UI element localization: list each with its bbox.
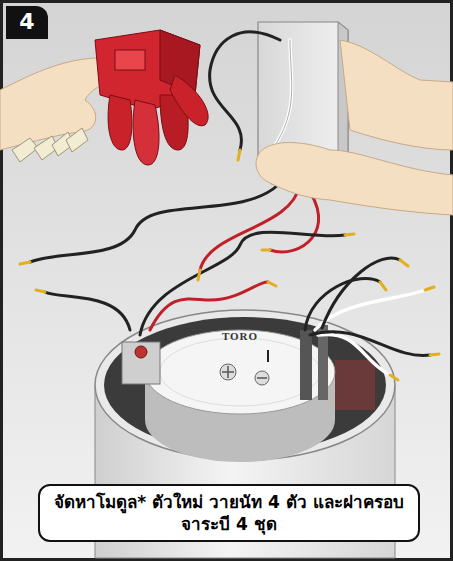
valve-housing-part bbox=[335, 360, 375, 410]
wires-part bbox=[30, 185, 278, 262]
right-hand bbox=[256, 40, 453, 215]
wires-part bbox=[45, 292, 130, 330]
wires-part bbox=[272, 40, 292, 150]
wire-tips-part bbox=[268, 282, 276, 286]
valve-housing-part bbox=[135, 346, 147, 358]
brand-label: TORO bbox=[222, 330, 258, 342]
red-module-part bbox=[108, 95, 132, 150]
valve-housing-part bbox=[122, 342, 160, 384]
wire-tips-part bbox=[36, 290, 45, 292]
wire-nuts-part bbox=[12, 138, 38, 162]
valve-housing-part bbox=[220, 364, 236, 380]
red-module-part bbox=[115, 50, 145, 70]
wire-tips-part bbox=[390, 375, 398, 380]
wires-part bbox=[150, 282, 268, 330]
wire-tips-part bbox=[20, 262, 30, 264]
valve-housing-part bbox=[257, 377, 267, 379]
valve-housing-part bbox=[255, 371, 269, 385]
caption-text: จัดหาโมดูล* ตัวใหม่ วายนัท 4 ตัว และฝาคร… bbox=[52, 491, 406, 535]
wire-tips-part bbox=[238, 150, 240, 160]
wire-tips-part bbox=[400, 260, 408, 266]
wires-part bbox=[210, 32, 280, 150]
right-hand-part bbox=[340, 40, 453, 150]
valve-housing-part bbox=[160, 338, 320, 406]
wire-tips-part bbox=[198, 270, 200, 280]
caption-box: จัดหาโมดูล* ตัวใหม่ วายนัท 4 ตัว และฝาคร… bbox=[38, 484, 420, 542]
wires-part bbox=[140, 232, 345, 335]
wires-part bbox=[322, 258, 400, 328]
step-number-text: 4 bbox=[16, 8, 38, 37]
red-module-part bbox=[133, 100, 159, 165]
wires-part bbox=[310, 332, 430, 356]
wire-nuts-part bbox=[66, 128, 88, 152]
valve-housing-part bbox=[300, 330, 312, 400]
step-number: 4 bbox=[6, 6, 48, 39]
wires-part bbox=[318, 334, 390, 375]
wires-part bbox=[200, 185, 300, 270]
red-module-part bbox=[170, 75, 208, 126]
right-hand-part bbox=[256, 143, 453, 216]
red-module bbox=[95, 30, 208, 165]
wire-tips-part bbox=[380, 282, 386, 290]
wire-nuts bbox=[12, 128, 88, 162]
wire-tips-part bbox=[345, 234, 354, 235]
wire-tips-part bbox=[262, 249, 270, 252]
wires-part bbox=[272, 40, 292, 150]
wire-tips-part bbox=[425, 287, 434, 290]
valve-housing-part bbox=[145, 330, 335, 414]
valve-housing-part bbox=[222, 366, 234, 378]
valve-housing-part bbox=[267, 350, 269, 362]
wire-tips-part bbox=[430, 354, 439, 355]
